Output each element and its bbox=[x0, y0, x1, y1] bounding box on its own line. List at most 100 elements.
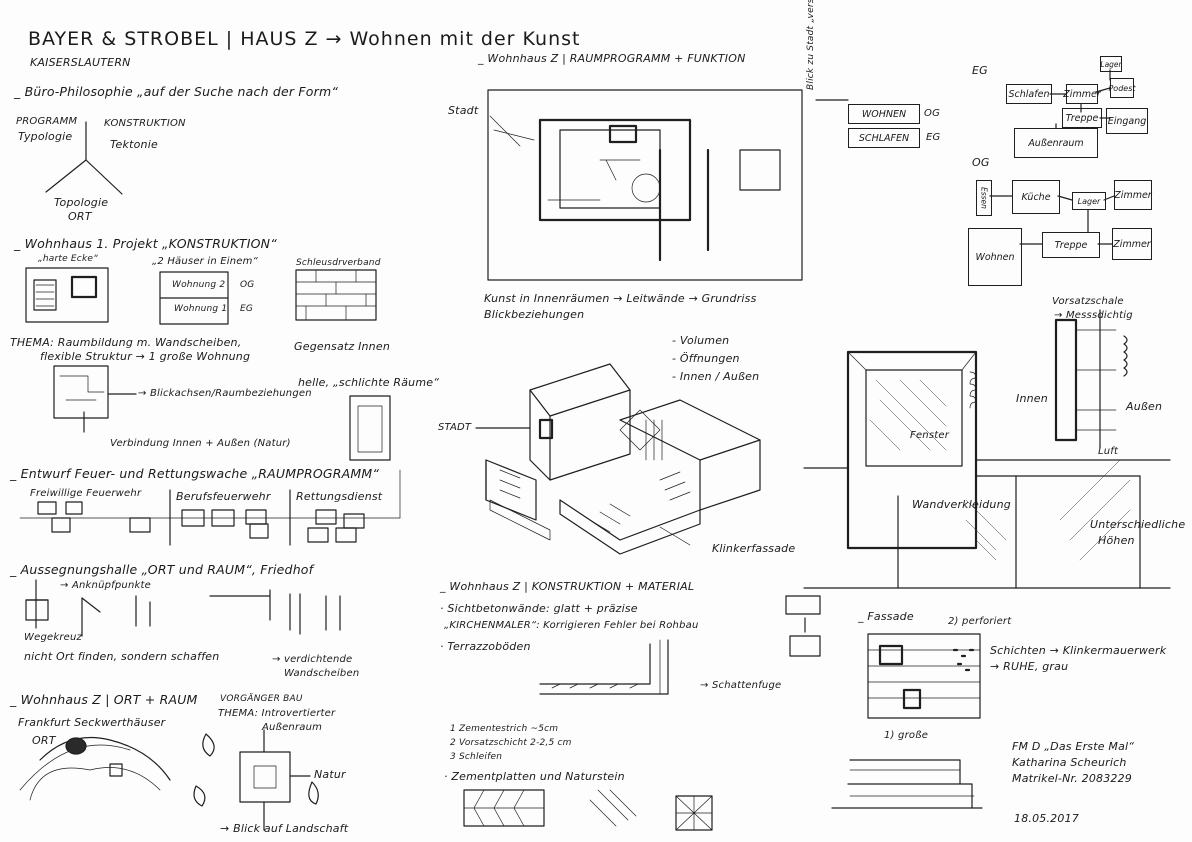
wohnen-box: WOHNEN bbox=[848, 104, 920, 124]
project1-sketches bbox=[25, 267, 391, 461]
signature-course: FM D „Das Erste Mal“ bbox=[1012, 740, 1135, 753]
og-kueche-box: Küche bbox=[1012, 180, 1060, 214]
zwei-haeuser-label: „2 Häuser in Einem“ bbox=[152, 256, 258, 267]
og-essen-box: Essen bbox=[976, 180, 992, 216]
ort-raum-ort-label: ORT bbox=[32, 734, 56, 747]
aussen-label: Außen bbox=[1126, 400, 1163, 413]
aussegnung-heading: _ Aussegnungshalle „ORT und RAUM“, Fried… bbox=[10, 562, 314, 577]
wandscheiben-label: Wandscheiben bbox=[284, 668, 360, 679]
axo-klinker: Klinkerfassade bbox=[712, 542, 796, 555]
ort-label: ORT bbox=[68, 210, 92, 223]
stadt-label: Stadt bbox=[448, 104, 479, 117]
wohnung1-label: Wohnung 1 bbox=[174, 304, 228, 314]
perforiert-label: 2) perforiert bbox=[948, 616, 1012, 627]
raumprogramm-heading: _ Wohnhaus Z | RAUMPROGRAMM + FUNKTION bbox=[478, 52, 746, 65]
tektonie-label: Tektonie bbox=[110, 138, 158, 151]
blick-landschaft-label: → Blick auf Landschaft bbox=[220, 822, 349, 835]
og-treppe-box: Treppe bbox=[1042, 232, 1100, 258]
raumprogramm-plan bbox=[487, 89, 803, 281]
og-wohnen-box: Wohnen bbox=[968, 228, 1022, 286]
philosophy-heading: _ Büro-Philosophie „auf der Suche nach d… bbox=[14, 84, 339, 99]
axonometric-sketch bbox=[475, 363, 761, 555]
zementplatten-label: · Zementplatten und Naturstein bbox=[444, 770, 625, 783]
verdichtende-label: → verdichtende bbox=[272, 654, 353, 665]
axo-innen-aussen: - Innen / Außen bbox=[672, 370, 760, 383]
og-zimmer2-box: Zimmer bbox=[1112, 228, 1152, 260]
eg-podest-box: Podest bbox=[1108, 78, 1136, 98]
eg-eingang-box: Eingang bbox=[1106, 108, 1148, 134]
hoehen-label: Höhen bbox=[1098, 534, 1135, 547]
kunst-label: Kunst in Innenräumen → Leitwände → Grund… bbox=[484, 292, 757, 305]
frankfurt-label: Frankfurt Seckwerthäuser bbox=[18, 716, 166, 729]
thema-introvertiert: THEMA: Introvertierter bbox=[218, 708, 336, 719]
entwurf-boxes bbox=[19, 489, 401, 546]
sichtbeton-label: · Sichtbetonwände: glatt + präzise bbox=[440, 602, 638, 615]
topologie-label: Topologie bbox=[54, 196, 109, 209]
entwurf-col2: Berufsfeuerwehr bbox=[176, 490, 271, 503]
entwurf-heading: _ Entwurf Feuer- und Rettungswache „RAUM… bbox=[10, 466, 380, 481]
schattenfuge-label: → Schattenfuge bbox=[700, 680, 782, 691]
wegekreuz-label: Wegekreuz bbox=[24, 632, 82, 643]
natur-label: Natur bbox=[314, 768, 346, 781]
typologie-label: Typologie bbox=[18, 130, 73, 143]
programm-label: PROGRAMM bbox=[16, 116, 78, 127]
innen-label: Innen bbox=[1016, 392, 1048, 405]
ruhe-label: → RUHE, grau bbox=[990, 660, 1069, 673]
eg-zimmer-box: Zimmer bbox=[1063, 84, 1101, 104]
eg-label-1: EG bbox=[240, 304, 254, 314]
konstruktion-heading: _ Wohnhaus Z | KONSTRUKTION + MATERIAL bbox=[440, 580, 695, 593]
grosse-label: 1) große bbox=[884, 730, 929, 741]
layer1-label: 1 Zementestrich ~5cm bbox=[450, 724, 559, 734]
eg-aussenraum-box: Außenraum bbox=[1014, 128, 1098, 158]
terrazzo-label: · Terrazzoböden bbox=[440, 640, 531, 653]
kirchenmaler-label: „KIRCHENMALER“: Korrigieren Fehler bei R… bbox=[444, 620, 699, 631]
eg-lager-box: Lager bbox=[1100, 56, 1122, 72]
harte-ecke-label: „harte Ecke“ bbox=[38, 254, 98, 264]
aussegnung-sketch bbox=[25, 579, 341, 637]
signature-date: 18.05.2017 bbox=[1014, 812, 1079, 825]
eg-label-2: EG bbox=[926, 132, 941, 143]
blickbez-label: Blickbeziehungen bbox=[484, 308, 585, 321]
section-sketch bbox=[803, 309, 1171, 589]
layer3-label: 3 Schleifen bbox=[450, 752, 503, 762]
eg-treppe-box: Treppe bbox=[1062, 108, 1102, 128]
fassade-sketch bbox=[831, 633, 983, 809]
eg-schlafen-box: Schlafen bbox=[1006, 84, 1052, 104]
aussenraum-label: Außenraum bbox=[262, 722, 323, 733]
wandverkleidung-label: Wandverkleidung bbox=[912, 498, 1011, 511]
schichten-label: Schichten → Klinkermauerwerk bbox=[990, 644, 1167, 657]
gegensatz-label: Gegensatz Innen bbox=[294, 340, 390, 353]
wohnung2-label: Wohnung 2 bbox=[172, 280, 226, 290]
schleusen-label: Schleusdrverband bbox=[296, 258, 381, 268]
luft-label: Luft bbox=[1098, 446, 1119, 457]
vorgaenger-label: VORGÄNGER BAU bbox=[220, 694, 303, 704]
blick-stadt-label: Blick zu Stadt „versteckt“ bbox=[806, 0, 816, 90]
page-title: BAYER & STROBEL | HAUS Z → Wohnen mit de… bbox=[28, 28, 581, 50]
og-zimmer1-box: Zimmer bbox=[1114, 180, 1152, 210]
ort-raum-sketches bbox=[19, 729, 319, 831]
ort-raum-heading: _ Wohnhaus Z | ORT + RAUM bbox=[10, 692, 198, 707]
og-label-1: OG bbox=[240, 280, 255, 290]
unterschiedliche-label: Unterschiedliche bbox=[1090, 518, 1186, 531]
axo-oeffnungen: - Öffnungen bbox=[672, 352, 740, 365]
fassade-heading: _ Fassade bbox=[858, 610, 914, 623]
project1-heading: _ Wohnhaus 1. Projekt „KONSTRUKTION“ bbox=[14, 236, 277, 251]
thema-line-1: THEMA: Raumbildung m. Wandscheiben, bbox=[10, 336, 242, 349]
entwurf-col1: Freiwillige Feuerwehr bbox=[30, 488, 142, 499]
axo-stadt: STADT bbox=[438, 422, 472, 433]
axo-volumen: - Volumen bbox=[672, 334, 730, 347]
og-diagram-label: OG bbox=[972, 156, 990, 169]
helle-label: helle, „schlichte Räume“ bbox=[298, 376, 440, 389]
eg-diagram-label: EG bbox=[972, 64, 988, 77]
vorsatzschale-label: Vorsatzschale bbox=[1052, 296, 1124, 307]
blickachsen-label: → Blickachsen/Raumbeziehungen bbox=[138, 388, 312, 399]
schlafen-box: SCHLAFEN bbox=[848, 128, 920, 148]
philosophy-diagram bbox=[45, 121, 123, 195]
signature-name: Katharina Scheurich bbox=[1012, 756, 1127, 769]
entwurf-col3: Rettungsdienst bbox=[296, 490, 383, 503]
thema-line-2: flexible Struktur → 1 große Wohnung bbox=[40, 350, 251, 363]
konstruktion-detail bbox=[463, 595, 821, 831]
verbindung-label: Verbindung Innen + Außen (Natur) bbox=[110, 438, 291, 449]
